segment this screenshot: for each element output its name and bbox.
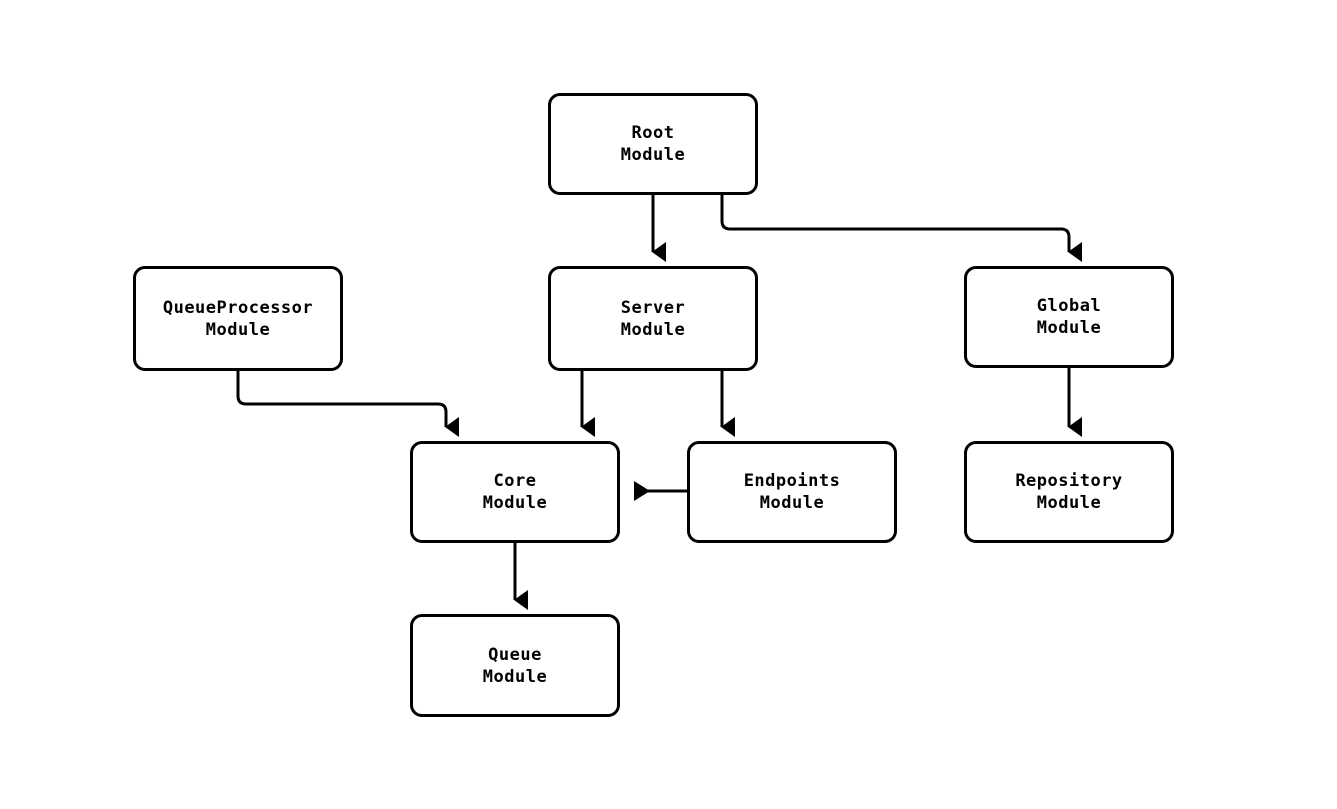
edge-queueprocessor-to-core [236, 371, 459, 437]
node-label-suffix: Module [1036, 493, 1102, 513]
node-server-module[interactable]: Server Module [548, 266, 758, 371]
node-label-name: Global [1036, 296, 1102, 316]
node-label-suffix: Module [482, 666, 548, 687]
node-queue-module[interactable]: Queue Module [410, 614, 620, 717]
node-queueprocessor-module[interactable]: QueueProcessor Module [133, 266, 343, 371]
node-label-suffix: Module [482, 493, 548, 513]
node-label-name: Server [620, 297, 686, 318]
node-label-name: Queue [488, 644, 542, 665]
node-core-module[interactable]: Core Module [410, 441, 620, 543]
node-label-suffix: Module [759, 493, 825, 513]
node-repository-module[interactable]: Repository Module [964, 441, 1174, 543]
node-endpoints-module[interactable]: Endpoints Module [687, 441, 897, 543]
node-label-suffix: Module [1036, 318, 1102, 338]
node-label-name: Repository [1015, 471, 1123, 491]
node-root-module[interactable]: Root Module [548, 93, 758, 195]
edge-root-to-global [720, 195, 1082, 262]
node-label-name: Core [493, 471, 537, 491]
node-label-name: Root [631, 123, 675, 143]
node-label-name: QueueProcessor [162, 297, 314, 318]
node-label-name: Endpoints [743, 471, 841, 491]
node-label-suffix: Module [620, 145, 686, 165]
node-label-suffix: Module [620, 319, 686, 340]
node-global-module[interactable]: Global Module [964, 266, 1174, 368]
node-label-suffix: Module [205, 319, 271, 340]
